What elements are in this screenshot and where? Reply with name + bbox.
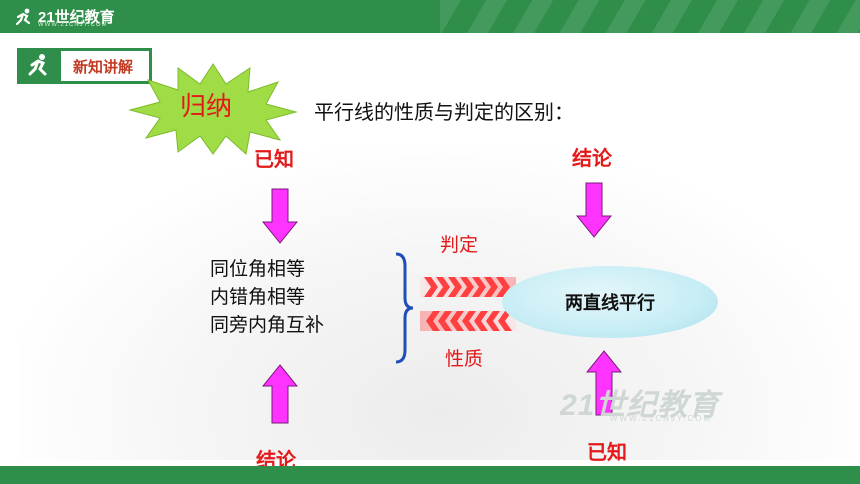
top-bar: 21世纪教育 WWW.21CNJY.COM (0, 0, 860, 33)
label-known-top: 已知 (254, 147, 294, 171)
label-known-bottom: 已知 (587, 440, 627, 464)
logo-text: 21世纪教育 (38, 9, 115, 26)
arrow-right-striped (420, 277, 516, 297)
top-bar-pattern (440, 0, 860, 33)
right-brace (395, 252, 414, 364)
ellipse-text: 两直线平行 (565, 293, 655, 314)
summary-label: 归纳 (180, 92, 233, 122)
logo: 21世纪教育 (14, 6, 115, 27)
arrow-down-right (576, 182, 612, 238)
arrow-left-striped (420, 311, 516, 331)
background-book (20, 150, 860, 460)
label-property: 性质 (445, 348, 484, 370)
arrow-down-left (262, 188, 298, 244)
page-title: 平行线的性质与判定的区别： (314, 100, 574, 124)
section-label: 新知讲解 (17, 48, 153, 84)
runner-icon (17, 48, 61, 84)
bottom-bar (0, 466, 860, 484)
conditions-list: 同位角相等 内错角相等 同旁内角互补 (210, 255, 324, 339)
condition-item: 同位角相等 (210, 258, 306, 280)
arrow-up-left (262, 364, 298, 424)
section-label-text: 新知讲解 (61, 48, 153, 84)
watermark-subtext: WWW.21CNJY.COM (610, 414, 713, 423)
condition-item: 同旁内角互补 (210, 314, 325, 336)
logo-subtext: WWW.21CNJY.COM (38, 22, 108, 28)
label-conclusion-top: 结论 (572, 146, 612, 170)
watermark-logo: 21世纪教育 (560, 389, 720, 422)
condition-item: 内错角相等 (210, 286, 306, 308)
arrow-up-right (586, 350, 622, 416)
burst-shape (128, 63, 298, 155)
label-judgement: 判定 (440, 234, 479, 256)
parallel-lines-ellipse: 两直线平行 (502, 266, 718, 338)
runner-icon (14, 8, 34, 26)
